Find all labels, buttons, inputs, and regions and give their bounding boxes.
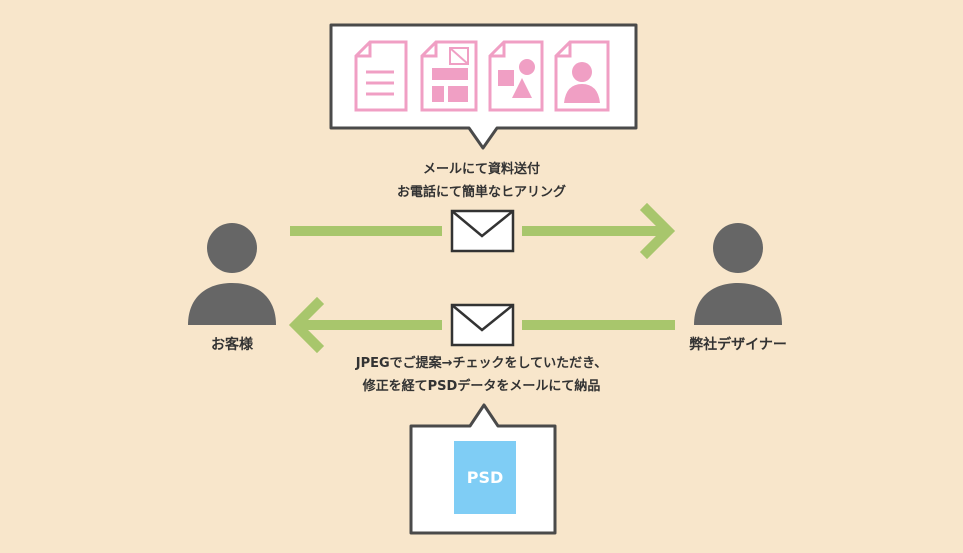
top-caption-line-2: お電話にて簡単なヒアリング [396,185,566,200]
bottom-caption: JPEGでご提案→チェックをしていただき、 修正を経てPSDデータをメールにて納… [0,352,963,398]
designer-label: 弊社デザイナー [689,337,787,353]
customer-person-icon [188,223,276,325]
portrait-document-icon [554,40,610,112]
envelope-icon [450,303,515,347]
arrow-to-customer [288,296,675,354]
top-caption: メールにて資料送付 お電話にて簡単なヒアリング [0,158,963,204]
customer-label: お客様 [211,337,253,353]
designer-person-icon [694,223,782,325]
bottom-caption-line-1: JPEGでご提案→チェックをしていただき、 [355,356,608,371]
layout-document-icon [420,40,478,112]
shapes-document-icon [488,40,544,112]
top-caption-line-1: メールにて資料送付 [422,162,540,177]
psd-speech-bubble [409,403,557,535]
text-document-icon [354,40,408,112]
bottom-caption-line-2: 修正を経てPSDデータをメールにて納品 [362,379,601,394]
arrow-to-designer [290,202,676,260]
envelope-icon [450,209,515,253]
psd-file-icon [454,441,516,514]
psd-file-label: PSD [466,468,504,487]
